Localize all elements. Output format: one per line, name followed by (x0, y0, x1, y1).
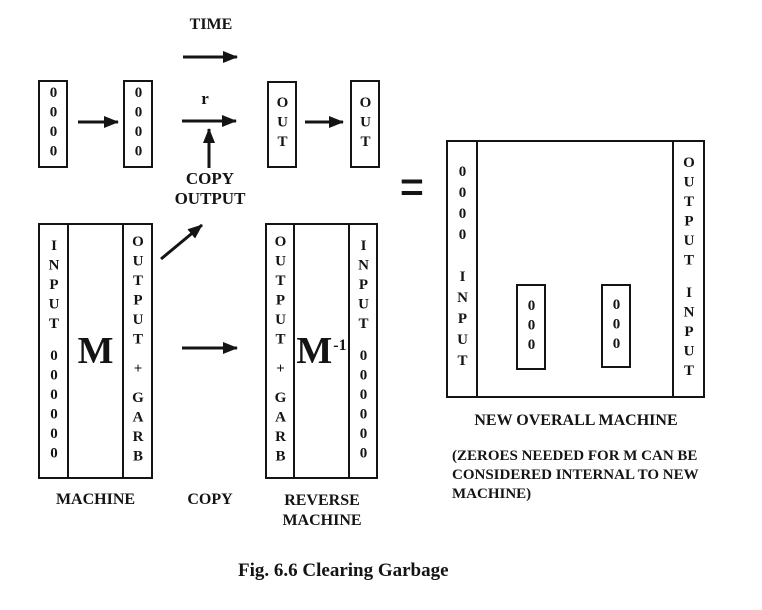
out-box-2-text: OUT (357, 94, 374, 154)
new-machine-interior: 000 000 (478, 142, 672, 396)
new-machine-inner-box-2: 000 (601, 284, 631, 368)
machine-core-label: M (77, 330, 114, 372)
reverse-input-zeros: 000000 (355, 347, 372, 465)
new-machine-right-column: OUTPUT INPUT (672, 142, 703, 396)
out-box-2: OUT (350, 80, 380, 168)
machine-output-plus: + (130, 360, 146, 381)
new-machine-right-output: OUTPUT (681, 155, 697, 273)
reverse-input-column: INPUT 000000 (348, 225, 376, 477)
reverse-core: M-1 (295, 225, 348, 477)
rate-label: r (201, 89, 209, 108)
new-machine-right-input: INPUT (681, 285, 697, 383)
reverse-machine-label: REVERSE MACHINE (260, 491, 384, 531)
machine-box: INPUT 000000 M OUTPUT + GARB (38, 223, 153, 479)
reverse-machine-label-line2: MACHINE (282, 512, 362, 529)
equals-sign: = (399, 155, 425, 220)
zeros-box-1: 0000 (38, 80, 68, 168)
zeros-box-2-text: 0000 (130, 85, 147, 163)
machine-input-column: INPUT 000000 (40, 225, 69, 477)
new-machine-left-zeros: 0000 (454, 163, 471, 248)
machine-output-label: OUTPUT (130, 234, 146, 352)
machine-input-zeros: 000000 (46, 347, 62, 465)
machine-input-label: INPUT (46, 237, 62, 336)
figure-caption: Fig. 6.6 Clearing Garbage (238, 560, 449, 581)
out-box-1: OUT (267, 81, 297, 168)
reverse-machine-label-line1: REVERSE (284, 492, 360, 509)
new-machine-left-label: INPUT (454, 269, 471, 375)
reverse-output-garb: GARB (272, 389, 289, 468)
machine-output-column: OUTPUT + GARB (122, 225, 151, 477)
reverse-machine-box: OUTPUT + GARB M-1 INPUT 000000 (265, 223, 378, 479)
reverse-output-label: OUTPUT (272, 234, 289, 352)
copy-output-label: COPY OUTPUT (164, 169, 256, 209)
out-box-1-text: OUT (274, 95, 291, 154)
new-machine-inner-box-2-text: 000 (608, 296, 625, 356)
reverse-output-plus: + (272, 360, 289, 381)
new-machine-left-column: 0000 INPUT (448, 142, 478, 396)
new-machine-inner-box-1: 000 (516, 284, 546, 370)
copy-output-line2: OUTPUT (174, 189, 246, 208)
machine-core: M (69, 225, 122, 477)
reverse-core-exponent: -1 (333, 337, 347, 354)
new-machine-note: (ZEROES NEEDED FOR M CAN BE CONSIDERED I… (452, 448, 699, 502)
copy-diagonal-arrow (160, 223, 203, 261)
new-machine-inner-box-1-text: 000 (523, 297, 540, 357)
copy-output-line1: COPY (185, 169, 235, 188)
reverse-core-base: M (296, 330, 333, 372)
machine-label: MACHINE (55, 491, 136, 508)
zeros-box-1-text: 0000 (45, 85, 62, 163)
time-label: TIME (189, 16, 233, 33)
new-machine-box: 0000 INPUT 000 000 OUTPUT INPUT (446, 140, 705, 398)
copy-label: COPY (187, 491, 233, 508)
new-machine-label: NEW OVERALL MACHINE (474, 412, 678, 429)
reverse-core-label: M-1 (296, 332, 346, 370)
machine-output-garb: GARB (130, 389, 146, 468)
zeros-box-2: 0000 (123, 80, 153, 168)
reverse-input-label: INPUT (355, 237, 372, 336)
reverse-output-column: OUTPUT + GARB (267, 225, 295, 477)
